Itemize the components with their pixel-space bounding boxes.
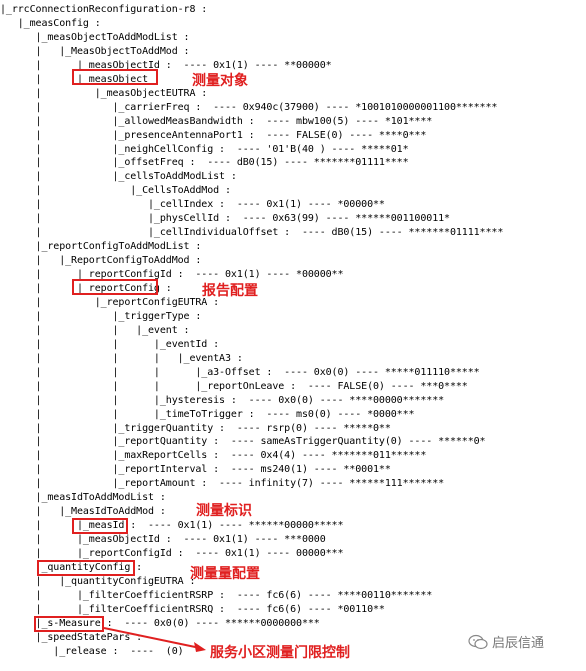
tree-line: | |_allowedMeasBandwidth : ---- mbw100(5… xyxy=(0,115,433,127)
tree-line: |_measIdToAddModList : xyxy=(0,492,166,504)
tree-line: | |_maxReportCells : ---- 0x4(4) ---- **… xyxy=(0,450,427,462)
tree-line: |_measConfig : xyxy=(0,17,101,29)
tree-line: |_measObjectToAddModList : xyxy=(0,31,190,43)
annotation-quantity-config: 测量量配置 xyxy=(190,566,260,582)
tree-line: | |_carrierFreq : ---- 0x940c(37900) ---… xyxy=(0,101,498,113)
highlight-box-report-config xyxy=(72,279,158,295)
tree-line: | |_CellsToAddMod : xyxy=(0,185,231,197)
tree-line: | |_cellIndividualOffset : ---- dB0(15) … xyxy=(0,227,504,239)
tree-line: | | | |_a3-Offset : ---- 0x0(0) ---- ***… xyxy=(0,366,480,378)
tree-line: | |_ReportConfigToAddMod : xyxy=(0,255,202,267)
tree-line: | |_cellsToAddModList : xyxy=(0,171,237,183)
wechat-icon xyxy=(468,634,488,649)
tree-line: | |_MeasObjectToAddMod : xyxy=(0,45,190,57)
annotation-meas-object: 测量对象 xyxy=(192,73,248,89)
tree-line: | |_reportConfigEUTRA : xyxy=(0,296,220,308)
tree-line: | |_reportAmount : ---- infinity(7) ----… xyxy=(0,478,445,490)
tree-line: | |_triggerType : xyxy=(0,310,202,322)
tree-line: | | |_event : xyxy=(0,324,190,336)
tree-line: | |_physCellId : ---- 0x63(99) ---- ****… xyxy=(0,213,451,225)
tree-line: | |_measObjectId : ---- 0x1(1) ---- ***0… xyxy=(0,534,326,546)
tree-line: | |_neighCellConfig : ---- '01'B(40 ) --… xyxy=(0,143,409,155)
tree-line: | |_measId : ---- 0x1(1) ---- ******0000… xyxy=(0,520,344,532)
tree-line: | |_offsetFreq : ---- dB0(15) ---- *****… xyxy=(0,157,409,169)
tree-line: | |_measObjectId : ---- 0x1(1) ---- **00… xyxy=(0,59,332,71)
tree-line: | |_reportConfig : xyxy=(0,283,172,294)
annotation-s-measure: 服务小区测量门限控制 xyxy=(210,645,350,661)
tree-line: | | |_hysteresis : ---- 0x0(0) ---- ****… xyxy=(0,394,445,406)
tree-line: |_speedStatePars : xyxy=(0,631,143,643)
tree-line: | |_MeasIdToAddMod : xyxy=(0,506,166,518)
highlight-box-s-measure xyxy=(34,616,104,632)
tree-line: |_s-Measure : ---- 0x0(0) ---- ******000… xyxy=(0,617,320,629)
tree-line: | |_reportConfigId : ---- 0x1(1) ---- *0… xyxy=(0,269,344,281)
tree-line: | | | |_eventA3 : xyxy=(0,352,243,364)
tree-line: | |_reportQuantity : ---- sameAsTriggerQ… xyxy=(0,436,486,448)
tree-line: | | | |_reportOnLeave : ---- FALSE(0) --… xyxy=(0,380,468,392)
tree-line: | | |_eventId : xyxy=(0,338,220,350)
watermark: 启辰信通 xyxy=(468,632,544,651)
tree-line: | |_filterCoefficientRSRQ : ---- fc6(6) … xyxy=(0,603,385,615)
tree-line: | |_quantityConfigEUTRA : xyxy=(0,575,196,587)
annotation-meas-id: 测量标识 xyxy=(196,503,252,519)
watermark-text: 启辰信通 xyxy=(492,636,545,651)
tree-line: | |_presenceAntennaPort1 : ---- FALSE(0)… xyxy=(0,129,427,141)
tree-line: | |_cellIndex : ---- 0x1(1) ---- *00000*… xyxy=(0,199,385,211)
tree-line: | |_triggerQuantity : ---- rsrp(0) ---- … xyxy=(0,422,391,434)
tree-line: |_rrcConnectionReconfiguration-r8 : xyxy=(0,4,208,15)
highlight-box-quantity-config xyxy=(37,560,135,576)
tree-line: | |_reportInterval : ---- ms240(1) ---- … xyxy=(0,464,391,476)
tree-line: | |_reportConfigId : ---- 0x1(1) ---- 00… xyxy=(0,548,344,560)
tree-line: |_release : ---- (0) xyxy=(0,645,184,657)
tree-line: |_quantityConfig : xyxy=(0,562,143,573)
tree-line: | | |_timeToTrigger : ---- ms0(0) ---- *… xyxy=(0,408,415,420)
highlight-box-meas-object xyxy=(72,69,158,85)
annotation-report-config: 报告配置 xyxy=(202,283,258,299)
tree-line: | |_filterCoefficientRSRP : ---- fc6(6) … xyxy=(0,589,433,601)
tree-line: | |_measObjectEUTRA : xyxy=(0,87,208,99)
tree-line: |_reportConfigToAddModList : xyxy=(0,241,202,253)
highlight-box-meas-id xyxy=(72,518,128,534)
